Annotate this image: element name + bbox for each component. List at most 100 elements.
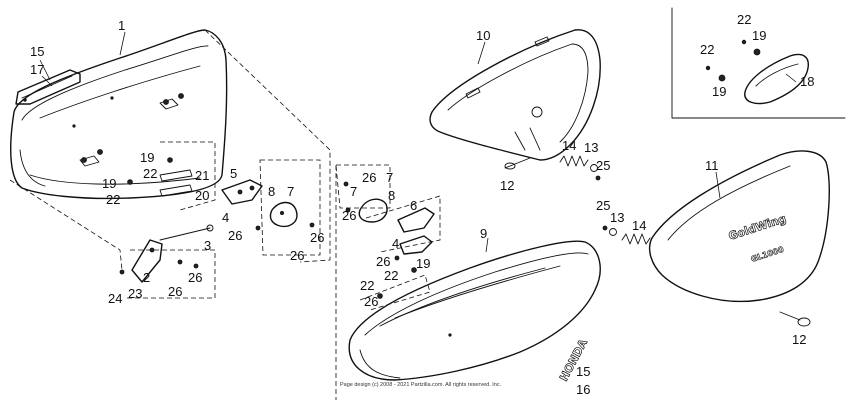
label-1: 1 (118, 18, 125, 33)
label-8-b: 8 (388, 188, 395, 203)
grommet-19-inset2 (718, 74, 726, 82)
label-19-d: 19 (712, 84, 726, 99)
label-14-b: 14 (632, 218, 646, 233)
bracket-5 (221, 179, 263, 205)
label-12-b: 12 (792, 332, 806, 347)
label-22-f: 22 (360, 278, 374, 293)
grommet-19-center2 (377, 293, 383, 299)
label-25-a: 25 (596, 158, 610, 173)
label-26-a: 26 (228, 228, 242, 243)
label-25-b: 25 (596, 198, 610, 213)
grommet-19-center (411, 267, 417, 273)
label-19-e: 19 (416, 256, 430, 271)
side-cover-logo: GoldWing (727, 212, 788, 243)
bolt-26-center3 (394, 255, 400, 261)
mount-bracket-15-17 (15, 69, 81, 105)
bolt-26-left (255, 225, 261, 231)
washer-13-right (609, 228, 617, 236)
bracket-4 (399, 235, 433, 255)
bolt-26-left4 (193, 263, 199, 269)
label-26-i: 26 (364, 294, 378, 309)
label-13-b: 13 (610, 210, 624, 225)
bolt-26-center2 (345, 207, 351, 213)
dashed-outline-left-2 (160, 141, 321, 256)
label-9: 9 (480, 226, 487, 241)
label-19-b: 19 (102, 176, 116, 191)
label-8-a: 8 (268, 184, 275, 199)
label-14-a: 14 (562, 138, 576, 153)
label-4-b: 4 (392, 236, 399, 251)
label-19-c: 19 (752, 28, 766, 43)
bolt-26-left3 (177, 259, 183, 265)
part-labels: 1 15 17 19 22 21 19 20 22 5 8 7 4 26 26 … (30, 12, 814, 397)
bolt-26-left2 (309, 222, 315, 228)
label-21: 21 (195, 168, 209, 183)
label-6: 6 (410, 198, 417, 213)
label-2: 2 (143, 270, 150, 285)
label-23: 23 (128, 286, 142, 301)
label-26-h: 26 (376, 254, 390, 269)
label-22-d: 22 (700, 42, 714, 57)
label-26-e: 26 (168, 284, 182, 299)
grommet-25-top (595, 175, 601, 181)
side-cover-11: GoldWing GL1000 (648, 150, 830, 303)
label-7-c: 7 (350, 184, 357, 199)
bolt-26-center (343, 181, 349, 187)
side-cover-10 (429, 29, 601, 161)
label-22-b: 22 (106, 192, 120, 207)
bolt-3 (159, 224, 214, 241)
spring-14-right (621, 233, 651, 245)
label-26-c: 26 (290, 248, 304, 263)
label-22-c: 22 (737, 12, 751, 27)
label-20: 20 (195, 188, 209, 203)
nut-24 (119, 269, 125, 275)
label-26-g: 26 (342, 208, 356, 223)
label-22-a: 22 (143, 166, 157, 181)
label-15-right: 15 (576, 364, 590, 379)
bracket-7-left (269, 201, 298, 228)
label-19-a: 19 (140, 150, 154, 165)
side-cover-sub: GL1000 (750, 245, 785, 264)
dashed-outline-left (9, 29, 331, 271)
label-16: 16 (576, 382, 590, 397)
inset-box (671, 7, 846, 119)
nut-19-left (167, 157, 173, 163)
spring-14-top (559, 155, 589, 167)
label-13-a: 13 (584, 140, 598, 155)
front-cover-right (348, 240, 601, 381)
label-12-a: 12 (500, 178, 514, 193)
label-24: 24 (108, 291, 122, 306)
dashed-outline-center-2 (335, 165, 441, 400)
label-17: 17 (30, 62, 44, 77)
bolt-12-right (779, 311, 811, 327)
label-10: 10 (476, 28, 490, 43)
copyright-text: Page design (c) 2008 - 2021 Partzilla.co… (340, 382, 502, 388)
plates-20-21 (159, 169, 193, 197)
label-26-d: 26 (188, 270, 202, 285)
label-7-b: 7 (386, 170, 393, 185)
bracket-7-center (358, 198, 388, 223)
label-7-a: 7 (287, 184, 294, 199)
label-3: 3 (204, 238, 211, 253)
screw-22-inset (741, 39, 747, 45)
label-26-b: 26 (310, 230, 324, 245)
label-22-e: 22 (384, 268, 398, 283)
front-cover-left (10, 29, 228, 200)
bracket-2-23 (131, 239, 163, 283)
leader-lines (39, 31, 797, 253)
dashed-outline-center (335, 164, 391, 209)
bolt-12-top (504, 157, 531, 170)
nut-19-left2 (127, 179, 133, 185)
grommet-25-right (602, 225, 608, 231)
label-5: 5 (230, 166, 237, 181)
screw-22-inset2 (705, 65, 711, 71)
dashed-outline-left-3 (125, 249, 216, 299)
label-18: 18 (800, 74, 814, 89)
label-11: 11 (705, 158, 719, 173)
label-26-f: 26 (362, 170, 376, 185)
label-4-a: 4 (222, 210, 229, 225)
label-15-left: 15 (30, 44, 44, 59)
grommet-19-inset (753, 48, 761, 56)
washer-13-top (590, 164, 598, 172)
